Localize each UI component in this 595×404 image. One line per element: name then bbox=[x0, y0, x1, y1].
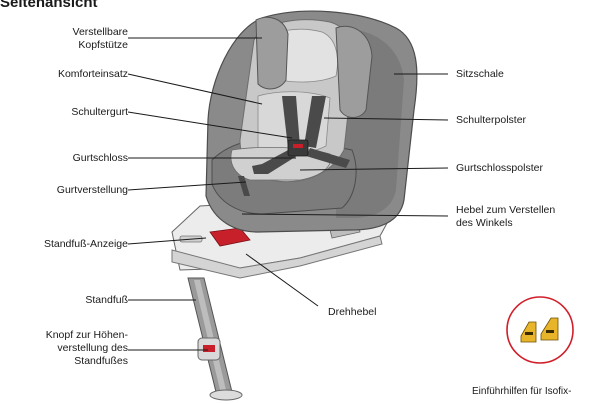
label-height-button-line2: verstellung des bbox=[46, 342, 128, 355]
headrest-wing-right-shape bbox=[336, 26, 372, 117]
label-buckle-pad: Gurtschlosspolster bbox=[456, 162, 543, 175]
support-leg-shape bbox=[188, 278, 242, 400]
label-rotation-lever: Drehhebel bbox=[328, 306, 376, 319]
label-support-leg: Standfuß bbox=[85, 294, 128, 307]
label-recline-lever: Hebel zum Verstellen des Winkels bbox=[456, 204, 555, 230]
label-height-button-line3: Standfußes bbox=[46, 355, 128, 368]
label-headrest-line1: Verstellbare bbox=[73, 26, 128, 39]
label-height-button: Knopf zur Höhen- verstellung des Standfu… bbox=[46, 329, 128, 368]
label-leg-indicator: Standfuß-Anzeige bbox=[44, 238, 128, 251]
label-headrest: Verstellbare Kopfstütze bbox=[73, 26, 128, 52]
label-recline-lever-line1: Hebel zum Verstellen bbox=[456, 204, 555, 217]
label-height-button-line1: Knopf zur Höhen- bbox=[46, 329, 128, 342]
label-recline-lever-line2: des Winkels bbox=[456, 217, 555, 230]
label-isofix-guides: Einführhilfen für Isofix- bbox=[472, 386, 572, 398]
label-buckle: Gurtschloss bbox=[73, 152, 128, 165]
label-comfort-insert: Komforteinsatz bbox=[58, 68, 128, 81]
headrest-wing-shape bbox=[256, 17, 288, 89]
isofix-guides-icon bbox=[507, 297, 573, 363]
label-headrest-line2: Kopfstütze bbox=[73, 39, 128, 52]
label-shoulder-pad: Schulterpolster bbox=[456, 114, 526, 127]
label-shoulder-belt: Schultergurt bbox=[71, 106, 128, 119]
label-belt-adjustment: Gurtverstellung bbox=[57, 184, 128, 197]
label-seat-shell: Sitzschale bbox=[456, 68, 504, 81]
